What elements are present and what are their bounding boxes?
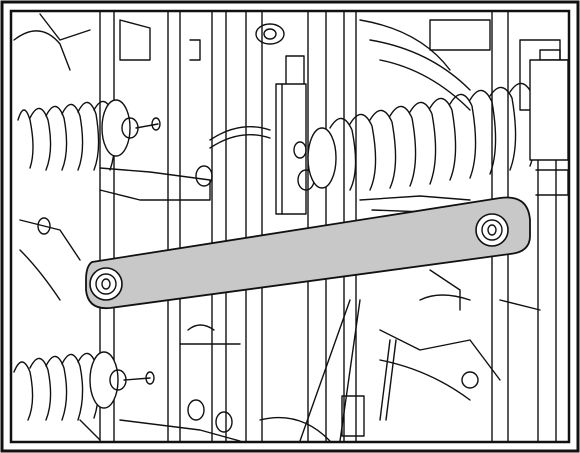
lower-details: [19, 195, 541, 441]
lower-left-spring: [13, 351, 241, 441]
upper-right-spring: [307, 49, 568, 196]
central-shock: [209, 83, 315, 215]
highlighted-tie-bar: [85, 196, 531, 310]
upper-left-spring: [17, 99, 213, 201]
frame-posts: [99, 12, 557, 441]
